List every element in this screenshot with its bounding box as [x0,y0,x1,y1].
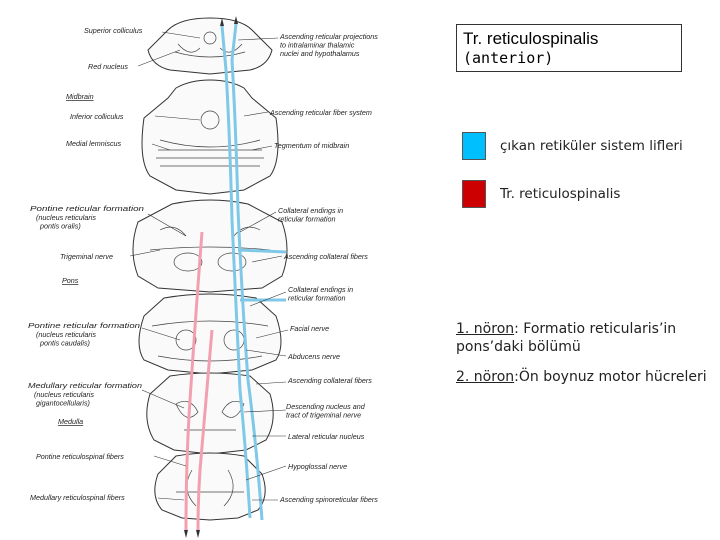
legend-item-ascending: çıkan retiküler sistem lifleri [462,131,683,161]
title: Tr. reticulospinalis [463,29,599,48]
label-medial-lemniscus: Medial lemniscus [66,139,122,148]
note-first-neuron: 1. nöron: Formatio reticularis’in pons’d… [456,320,716,356]
note-first-neuron-text: : Formatio reticularis’in pons’daki bölü… [456,321,677,355]
label-tegmentum-of-midbrain: Tegmentum of midbrain [274,141,349,150]
label-facial-nerve: Facial nerve [290,324,329,333]
arrowheads [184,16,238,538]
note-second-neuron-heading: 2. nöron [456,369,515,385]
label-pontine-reticulospinal-fibers: Pontine reticulospinal fibers [36,452,124,461]
label-ascending-collateral-fibers-2: Ascending collateral fibers [287,376,372,385]
label-ascending-reticular-fiber-system: Ascending reticular fiber system [269,108,372,117]
label-lateral-reticular-nucleus: Lateral reticular nucleus [288,432,365,441]
note-first-neuron-heading: 1. nöron [456,321,515,337]
reticulospinal-fiber-lines [184,231,214,531]
brainstem-diagram: Superior colliculus Red nucleus Midbrain… [28,16,380,538]
label-collateral-endings-1: Collateral endings in reticular formatio… [278,206,345,224]
label-medullary-reticulospinal-fibers: Medullary reticulospinal fibers [30,493,125,502]
label-collateral-endings-2: Collateral endings in reticular formatio… [288,285,355,303]
label-trigeminal-nerve: Trigeminal nerve [60,252,113,261]
ascending-fiber-lines [220,23,287,521]
subtitle: (anterior) [463,49,554,67]
label-midbrain: Midbrain [66,92,94,101]
label-abducens-nerve: Abducens nerve [287,352,340,361]
label-nucleus-reticularis-caudalis: (nucleus reticularis pontis caudalis) [36,330,98,348]
label-hypoglossal-nerve: Hypoglossal nerve [288,462,347,471]
label-nucleus-reticularis-oralis: (nucleus reticularis pontis oralis) [36,213,98,231]
label-red-nucleus: Red nucleus [88,62,128,71]
label-descending-nucleus-trigeminal: Descending nucleus and tract of trigemin… [286,402,367,420]
label-pontine-reticular-formation: Pontine reticular formation [30,204,144,213]
midbrain-upper-section [147,17,273,75]
label-pontine-reticular-formation-2: Pontine reticular formation [28,321,140,330]
label-ascending-reticular-projections: Ascending reticular projections to intra… [279,32,380,58]
legend-swatch-blue [462,132,486,160]
label-superior-colliculus: Superior colliculus [84,26,143,35]
legend-label-ascending: çıkan retiküler sistem lifleri [500,138,683,154]
label-inferior-colliculus: Inferior colliculus [70,112,124,121]
label-nucleus-gigantocellularis: (nucleus reticularis gigantocellularis) [34,390,96,408]
note-second-neuron: 2. nöron:Ön boynuz motor hücreleri [456,368,716,386]
label-medulla: Medulla [58,417,83,426]
title-box: Tr. reticulospinalis (anterior) [456,24,682,72]
upper-pons-section [132,199,288,293]
legend-item-reticulospinal: Tr. reticulospinalis [462,179,620,209]
legend-swatch-red [462,180,486,208]
midbrain-lower-section [141,79,279,195]
legend-label-reticulospinal: Tr. reticulospinalis [500,186,621,202]
note-second-neuron-text: :Ön boynuz motor hücreleri [514,369,707,385]
label-medullary-reticular-formation: Medullary reticular formation [28,381,142,390]
label-ascending-collateral-fibers: Ascending collateral fibers [283,252,368,261]
label-pons: Pons [62,276,79,285]
label-ascending-spinoreticular-fibers: Ascending spinoreticular fibers [279,495,378,504]
leader-lines [129,31,289,501]
